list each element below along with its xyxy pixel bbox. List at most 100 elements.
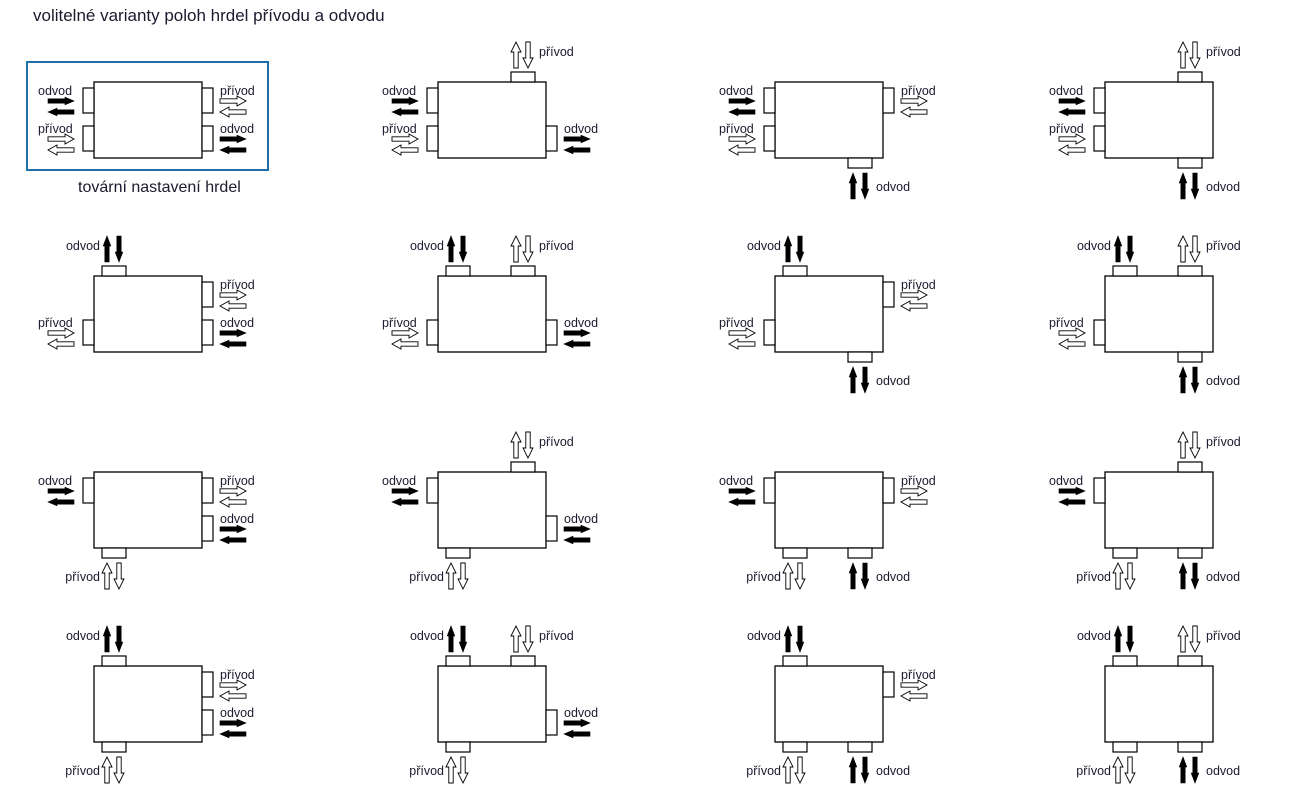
privod-label: přívod [1076, 570, 1111, 584]
unit-body [437, 81, 547, 159]
odvod-label: odvod [747, 239, 781, 253]
arrow-down-icon [1190, 172, 1200, 200]
privod-label: přívod [65, 570, 100, 584]
privod-label: přívod [1076, 764, 1111, 778]
port-left-top-odvod [1093, 477, 1106, 504]
port-bottom-left-privod [101, 547, 127, 559]
privod-label: přívod [1049, 316, 1084, 330]
arrow-right-icon [47, 133, 75, 145]
port-right-top-privod [201, 477, 214, 504]
arrow-left-icon [219, 535, 247, 545]
arrow-right-icon [900, 679, 928, 691]
port-top-left-odvod [101, 265, 127, 277]
arrow-up-icon [1178, 562, 1188, 590]
port-left-bottom-privod [1093, 319, 1106, 346]
privod-label: přívod [38, 122, 73, 136]
privod-label: přívod [901, 474, 936, 488]
arrow-down-icon [522, 625, 534, 654]
arrow-left-icon [47, 107, 75, 117]
port-right-bottom-odvod [201, 515, 214, 542]
arrow-up-icon [510, 624, 522, 653]
arrow-down-icon [522, 41, 534, 70]
arrow-down-icon [1124, 562, 1136, 591]
privod-label: přívod [539, 239, 574, 253]
arrow-left-icon [728, 107, 756, 117]
port-bottom-right-odvod [847, 157, 873, 169]
port-top-right-privod [510, 655, 536, 667]
arrow-left-icon [563, 339, 591, 349]
port-left-bottom-privod [426, 125, 439, 152]
arrow-left-icon [900, 106, 928, 118]
arrow-down-icon [860, 756, 870, 784]
privod-label: přívod [901, 668, 936, 682]
arrow-left-icon [47, 497, 75, 507]
port-right-top-privod [201, 671, 214, 698]
odvod-label: odvod [1206, 180, 1240, 194]
arrow-right-icon [391, 96, 419, 106]
odvod-label: odvod [876, 570, 910, 584]
port-bottom-right-odvod [847, 351, 873, 363]
arrow-down-icon [1189, 235, 1201, 264]
unit-body [774, 665, 884, 743]
arrow-left-icon [728, 144, 756, 156]
privod-label: přívod [1049, 122, 1084, 136]
port-left-bottom-privod [82, 125, 95, 152]
privod-label: přívod [901, 84, 936, 98]
unit-body [1104, 81, 1214, 159]
port-top-left-odvod [101, 655, 127, 667]
arrow-right-icon [728, 133, 756, 145]
arrow-up-icon [1113, 625, 1123, 653]
port-bottom-right-odvod [1177, 741, 1203, 753]
arrow-up-icon [1177, 40, 1189, 69]
port-top-left-odvod [1112, 265, 1138, 277]
odvod-label: odvod [1049, 84, 1083, 98]
port-right-top-privod [882, 281, 895, 308]
port-bottom-left-privod [782, 547, 808, 559]
arrow-down-icon [522, 431, 534, 460]
arrow-down-icon [860, 172, 870, 200]
arrow-left-icon [563, 145, 591, 155]
port-left-bottom-privod [426, 319, 439, 346]
arrow-left-icon [1058, 107, 1086, 117]
arrow-down-icon [860, 562, 870, 590]
odvod-label: odvod [564, 316, 598, 330]
odvod-label: odvod [876, 180, 910, 194]
port-left-bottom-privod [1093, 125, 1106, 152]
arrow-left-icon [219, 729, 247, 739]
port-right-bottom-odvod [201, 125, 214, 152]
arrow-right-icon [563, 328, 591, 338]
arrow-right-icon [1058, 486, 1086, 496]
arrow-left-icon [900, 300, 928, 312]
arrow-up-icon [510, 430, 522, 459]
arrow-left-icon [219, 145, 247, 155]
arrow-down-icon [1125, 625, 1135, 653]
privod-label: přívod [382, 316, 417, 330]
arrow-down-icon [458, 235, 468, 263]
privod-label: přívod [539, 435, 574, 449]
arrow-down-icon [458, 625, 468, 653]
arrow-left-icon [219, 300, 247, 312]
factory-setting-label: tovární nastavení hrdel [78, 179, 241, 196]
unit-body [93, 471, 203, 549]
arrow-down-icon [457, 756, 469, 785]
arrow-right-icon [219, 328, 247, 338]
port-top-right-privod [510, 461, 536, 473]
port-bottom-right-odvod [847, 741, 873, 753]
unit-body [774, 471, 884, 549]
arrow-left-icon [219, 106, 247, 118]
arrow-up-icon [102, 235, 112, 263]
port-bottom-right-odvod [847, 547, 873, 559]
privod-label: přívod [38, 316, 73, 330]
privod-label: přívod [382, 122, 417, 136]
odvod-label: odvod [719, 474, 753, 488]
odvod-label: odvod [719, 84, 753, 98]
arrow-right-icon [1058, 327, 1086, 339]
odvod-label: odvod [564, 512, 598, 526]
arrow-right-icon [219, 524, 247, 534]
arrow-up-icon [782, 561, 794, 590]
